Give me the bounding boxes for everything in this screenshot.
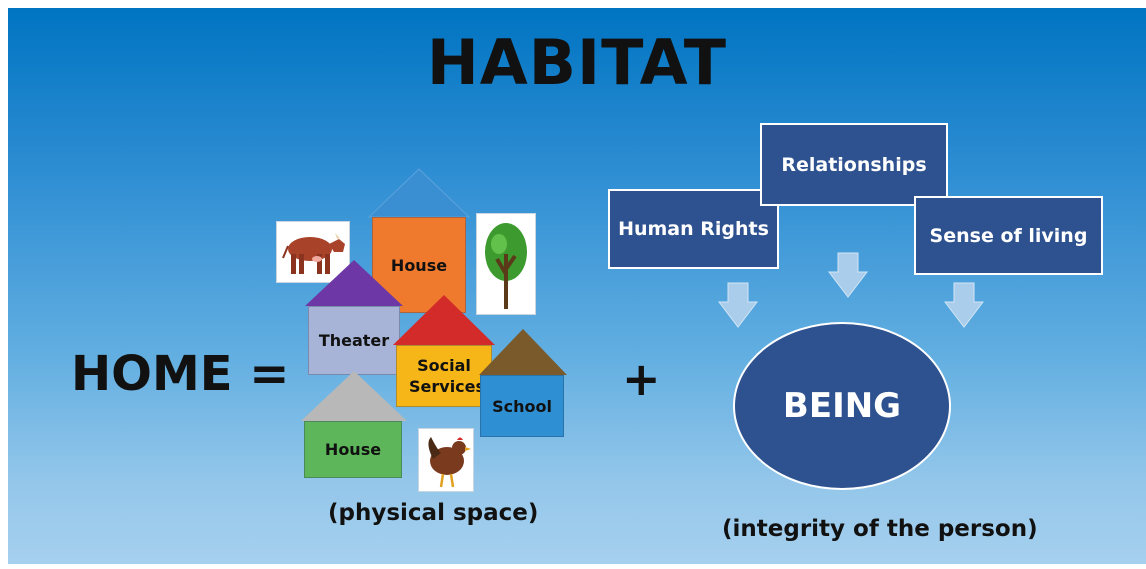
theater: Theater xyxy=(304,259,404,375)
home-equals: HOME = xyxy=(71,346,290,402)
house-top-wall: House xyxy=(372,217,466,313)
down-arrow-icon xyxy=(944,282,984,328)
social-services-wall: Social Services xyxy=(396,345,492,407)
theater-label: Theater xyxy=(318,331,390,350)
tree-picture xyxy=(476,213,536,315)
hen-picture xyxy=(418,428,474,492)
school-label: School xyxy=(492,396,552,416)
down-arrow-icon xyxy=(828,252,868,298)
relationships-label: Relationships xyxy=(781,153,927,176)
theater-wall: Theater xyxy=(308,306,400,375)
human-rights-label: Human Rights xyxy=(618,218,769,240)
being-label: BEING xyxy=(782,386,902,426)
house-bottom-roof xyxy=(301,371,407,421)
human-rights-box: Human Rights xyxy=(608,189,779,269)
sense-of-living-box: Sense of living xyxy=(914,196,1103,275)
theater-roof xyxy=(305,260,403,306)
house-bottom: House xyxy=(300,370,408,480)
hen-icon xyxy=(428,437,471,488)
social-services-label: Social Services xyxy=(409,356,486,396)
school-wall: School xyxy=(480,375,564,437)
cow-icon xyxy=(282,233,345,274)
house-bottom-wall: House xyxy=(304,421,402,478)
house-bottom-label: House xyxy=(324,440,382,459)
house-top: House xyxy=(368,168,470,314)
integrity-caption: (integrity of the person) xyxy=(722,516,1038,542)
slide: HABITAT House xyxy=(8,8,1146,564)
school: School xyxy=(478,328,568,438)
school-roof xyxy=(479,329,567,375)
social-services-roof xyxy=(393,295,495,345)
house-top-roof xyxy=(368,168,470,218)
down-arrow-icon xyxy=(718,282,758,328)
social-services: Social Services xyxy=(392,294,496,408)
cow-picture xyxy=(276,221,350,283)
relationships-box: Relationships xyxy=(760,123,948,206)
house-top-label: House xyxy=(390,255,448,275)
slide-title: HABITAT xyxy=(426,26,728,99)
plus-sign: + xyxy=(622,352,661,406)
sense-of-living-label: Sense of living xyxy=(929,224,1088,247)
physical-space-caption: (physical space) xyxy=(328,500,539,526)
being-ellipse: BEING xyxy=(733,322,951,490)
tree-icon xyxy=(485,223,527,309)
